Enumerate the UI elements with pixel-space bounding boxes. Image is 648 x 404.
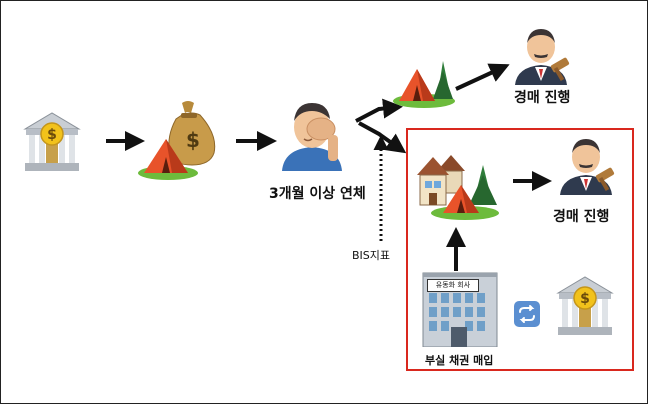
overdue-label: 3개월 이상 연체 [269,186,366,202]
arrow-person-to-npl [358,121,407,154]
arrow-tent-to-judge [455,63,510,91]
bank-icon: $ [556,276,614,335]
judge-man-icon [560,139,615,195]
svg-text:$: $ [580,291,590,307]
houses-icon [417,155,499,220]
npl-frame [406,128,634,371]
bis-label: BIS지표 [352,249,391,262]
svg-text:$: $ [186,128,200,152]
bank-icon: $ [23,112,81,171]
repeat-arrows-icon [514,301,540,327]
arrow-person-to-tent [355,98,403,123]
judge-man-icon [515,29,570,85]
facepalm-person-icon [282,103,342,171]
company-sign: 유동화 회사 [427,279,479,292]
svg-text:$: $ [47,127,57,143]
auction-label-top: 경매 진행 [514,90,571,106]
npl-purchase-label: 부실 채권 매입 [425,354,494,367]
camping-tent-icon [393,61,455,108]
auction-label-box: 경매 진행 [553,209,610,225]
money-bag-icon: $ [138,101,216,180]
